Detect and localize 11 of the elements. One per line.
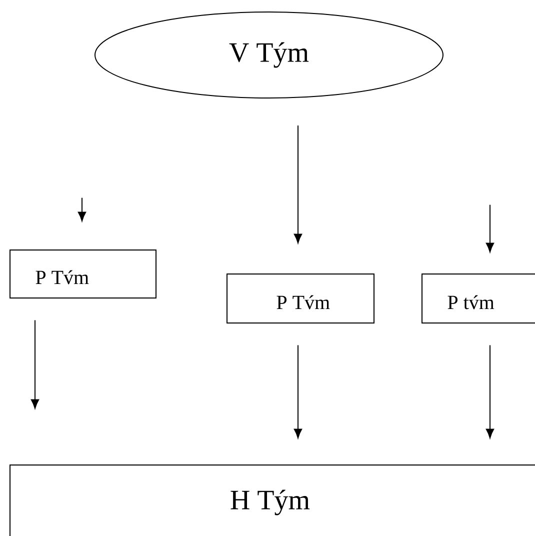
arrow	[486, 344, 494, 438]
arrow	[30, 320, 40, 409]
ellipse-node: V Tým	[94, 12, 444, 98]
text-box: P Tv́m	[10, 250, 156, 298]
text-box: P Tv́m	[226, 274, 374, 324]
arrow	[486, 242, 494, 252]
arrow	[294, 344, 302, 438]
arrow	[294, 125, 302, 244]
text-box: H Tým	[10, 464, 535, 536]
text-box: P tv́m	[422, 274, 535, 324]
arrow	[78, 212, 86, 222]
